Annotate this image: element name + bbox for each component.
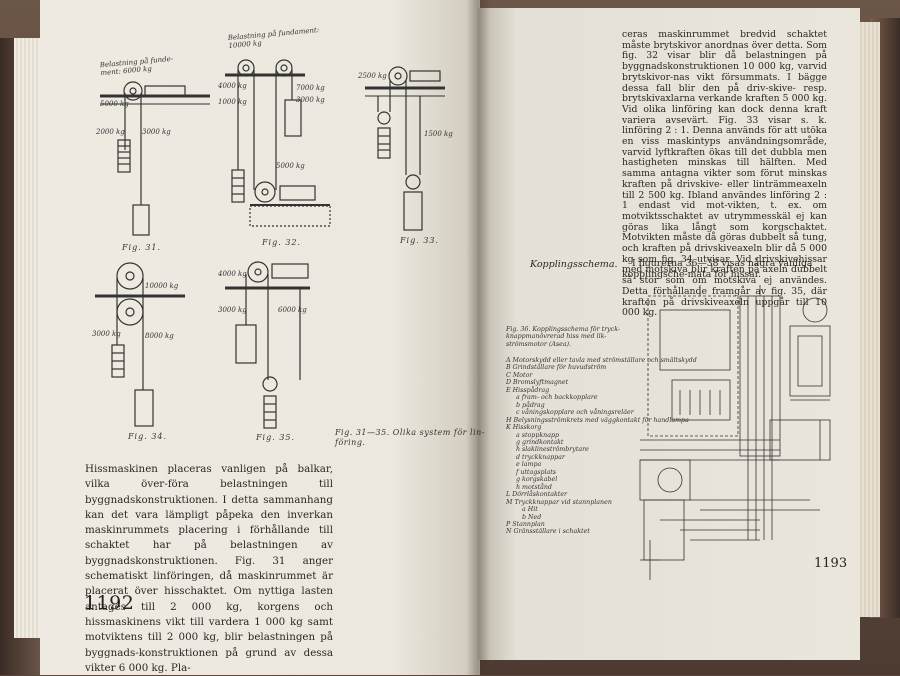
fig32-caption: Fig. 32. [262,238,302,247]
fig35-weight-2: 3000 kg [218,306,247,314]
right-page [478,8,860,660]
fig31-weight-3: 3000 kg [142,128,171,136]
legend-item: B Grindställare för huvudström [506,364,607,372]
legend-item: A Motorskydd eller tavla med strömställa… [506,357,697,364]
fig31-weight-2: 2000 kg [96,128,125,136]
fig34-weight-3: 8000 kg [145,332,174,340]
legend-item: b pådrag [516,401,545,409]
fig33-weight-1: 2500 kg [358,72,387,80]
fig31-weight-1: 5000 kg [100,100,129,108]
legend-item: g grindkontakt [516,438,564,446]
right-page-number: 1193 [814,556,848,571]
legend-item: L Dörrlåskontakter [506,491,568,499]
book-gutter [466,0,490,675]
left-body-text: Hissmaskinen placeras vanligen på balkar… [85,463,333,674]
fig34-weight-1: 10000 kg [145,282,179,290]
fig36-caption: Fig. 36. Kopplingsschema för tryck-knapp… [506,326,621,348]
fig31-caption: Fig. 31. [122,243,162,252]
left-page [40,0,480,675]
fig32-weight-2: 1000 kg [218,98,247,106]
legend-item: b Ned [522,513,542,521]
fig33-weight-2: 1500 kg [424,130,453,138]
fig35-weight-1: 4000 kg [218,270,247,278]
legend-item: c våningskopplare och våningsreläer [516,409,634,417]
fig32-weight-5: 5000 kg [276,162,305,170]
legend-item: a stoppknapp [516,431,560,439]
legend-item: h slaklineströmbrytare [516,446,589,454]
legend-item: g korgskabel [516,476,558,484]
legend-item: e lampa [516,461,542,469]
fig32-weight-3: 7000 kg [296,84,325,92]
page-edges-left [14,38,44,638]
fig32-weight-1: 4000 kg [218,82,247,90]
fig34-weight-2: 3000 kg [92,330,121,338]
legend-item: P Stannplan [506,520,545,528]
fig36-legend: A Motorskydd eller tavla med strömställa… [506,357,697,536]
legend-item: a fram- och backkopplare [516,394,598,402]
fig33-caption: Fig. 33. [400,236,440,245]
right-body-text: ceras maskinrummet bredvid schaktet måst… [622,29,827,319]
legend-item: K Hisskorg [506,424,542,432]
legend-item: E Hisspådrag [506,386,550,394]
legend-item: d tryckknappar [516,453,565,461]
section-heading: Kopplingsschema. [530,259,618,270]
legend-item: h motstånd [516,483,552,491]
left-page-number: 1192 [84,592,135,614]
legend-item: f uttagsplats [516,468,557,476]
legend-item: a Hit [522,506,538,514]
legend-item: D Bromslyftmagnet [506,379,569,387]
fig34-caption: Fig. 34. [128,432,168,441]
fig35-caption: Fig. 35. [256,433,296,442]
section-text: I figurerna 36—38 visas några vanliga ko… [622,258,813,280]
legend-item: C Motor [506,371,533,379]
fig35-weight-3: 6000 kg [278,306,307,314]
legend-item: N Gränsställare i schaktet [506,528,590,536]
legend-item: H Belysningsströmkrets med väggkontakt f… [506,416,689,424]
fig32-weight-4: 3000 kg [296,96,325,104]
legend-item: M Tryckknappar vid stannplanen [506,498,612,506]
